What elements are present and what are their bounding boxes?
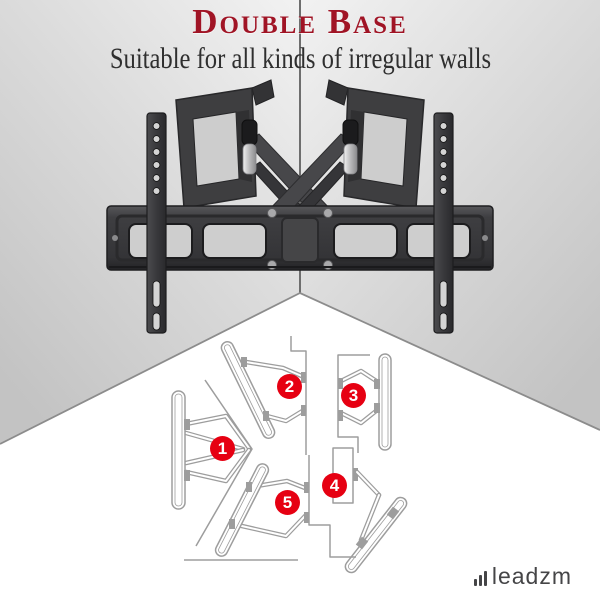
brand-logo-text: leadzm	[491, 563, 572, 589]
position-badge-3: 3	[341, 383, 366, 408]
pivot-knuckle-left	[241, 119, 258, 175]
header: Double Base Suitable for all kinds of ir…	[0, 2, 600, 76]
diagram-position-5	[214, 455, 356, 558]
diagram-position-2	[220, 336, 307, 455]
wall-floor-edge	[0, 292, 600, 445]
diagram-position-3	[337, 353, 392, 453]
diagram-position-4	[332, 447, 408, 574]
position-badge-5: 5	[275, 490, 300, 515]
bar-center-plate	[281, 217, 319, 263]
mounting-diagrams	[171, 336, 408, 574]
tv-bar	[106, 205, 494, 271]
position-badge-1: 1	[210, 436, 235, 461]
tv-mount-product	[106, 79, 494, 334]
signal-bars-icon	[473, 571, 487, 586]
position-badge-2: 2	[277, 374, 302, 399]
page-title: Double Base	[192, 2, 408, 41]
pivot-knuckle-right	[342, 119, 359, 175]
vesa-rail-left	[146, 112, 167, 334]
bar-cutout	[202, 223, 267, 259]
brand-logo: leadzm	[473, 563, 572, 589]
bar-cutout	[333, 223, 398, 259]
page-subtitle: Suitable for all kinds of irregular wall…	[109, 42, 491, 75]
vesa-rail-right	[433, 112, 454, 334]
position-badge-4: 4	[322, 473, 347, 498]
